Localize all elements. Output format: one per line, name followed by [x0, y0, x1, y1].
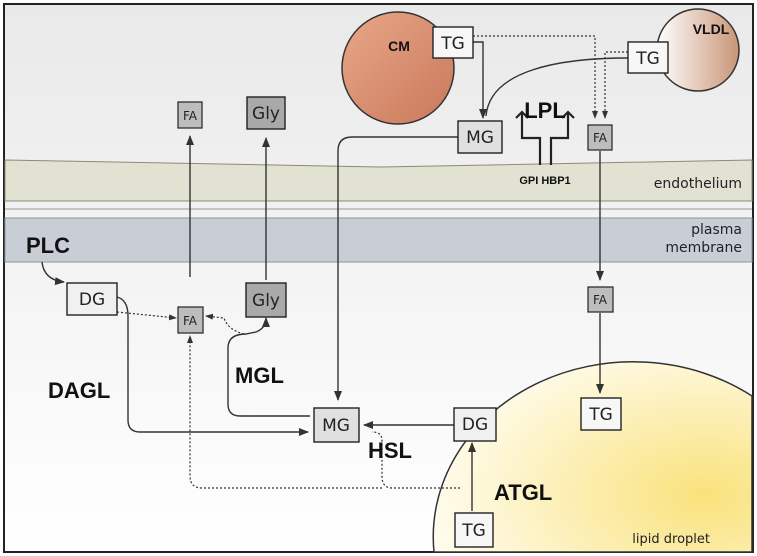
plasma-membrane-layer [4, 217, 753, 263]
lipid-droplet-label: lipid droplet [632, 532, 710, 547]
fa-middle-label: FA [183, 314, 198, 328]
gly-middle-label: Gly [252, 291, 280, 311]
arrow-mg-top-to-mg-center [334, 136, 458, 401]
gly-middle-box [245, 282, 287, 318]
fa-lpl-box [587, 124, 613, 151]
arrow-plc-to-dg [41, 261, 65, 286]
cm-particle [341, 11, 455, 125]
endothelium-layer [4, 159, 753, 202]
dg-left-label: DG [79, 290, 105, 310]
arrow-vldl-tg-to-mg [485, 57, 629, 117]
arrow-cm-tg-to-fa [473, 35, 598, 119]
arrow-dg-to-fa [116, 311, 177, 321]
mg-top-box [457, 120, 503, 154]
tg-cm-box [432, 26, 474, 59]
mg-center-box [313, 407, 360, 443]
dagl-label: DAGL [48, 378, 110, 403]
fa-top-left-box [177, 101, 203, 129]
tg-droplet-top-label: TG [588, 405, 613, 425]
tg-cm-label: TG [440, 34, 465, 54]
atgl-label: ATGL [494, 480, 552, 505]
arrow-cm-tg-to-mg [473, 41, 487, 119]
fa-middle-box [177, 306, 204, 334]
mgl-label: MGL [235, 363, 284, 388]
plc-label: PLC [26, 233, 70, 258]
fa-lpl-label: FA [593, 131, 608, 145]
dg-droplet-label: DG [462, 415, 488, 435]
lpl-enzyme [515, 110, 575, 165]
tg-droplet-bottom-label: TG [461, 521, 486, 541]
hsl-label: HSL [368, 438, 412, 463]
cm-label: CM [388, 38, 410, 54]
mg-top-label: MG [466, 128, 494, 148]
lpl-label: LPL [524, 98, 566, 123]
plasma-membrane-label-2: membrane [665, 240, 742, 256]
gly-top-label: Gly [252, 104, 280, 124]
arrow-dg-to-mg-dagl [116, 296, 309, 436]
tg-vldl-label: TG [635, 49, 660, 69]
dg-droplet-box [453, 407, 497, 442]
plasma-membrane-label-1: plasma [691, 222, 742, 238]
fa-top-left-label: FA [183, 109, 198, 123]
arrow-lipolysis-to-fa [187, 335, 382, 489]
gpi-hbp1-label: GPI HBP1 [519, 175, 570, 187]
fa-right-mid-label: FA [593, 293, 608, 307]
path-hsl-fa-return [371, 431, 460, 489]
tg-vldl-box [627, 41, 669, 74]
tg-droplet-bottom-box [454, 512, 494, 548]
lipid-droplet [432, 361, 753, 553]
dg-left-box [66, 282, 118, 316]
arrow-mg-to-gly-mgl [227, 317, 310, 417]
fa-right-mid-box [587, 286, 614, 313]
mg-center-label: MG [322, 416, 350, 436]
gly-top-box [246, 96, 286, 130]
endothelium-label: endothelium [654, 176, 742, 192]
vldl-label: VLDL [693, 21, 730, 37]
tg-droplet-top-box [580, 397, 622, 431]
